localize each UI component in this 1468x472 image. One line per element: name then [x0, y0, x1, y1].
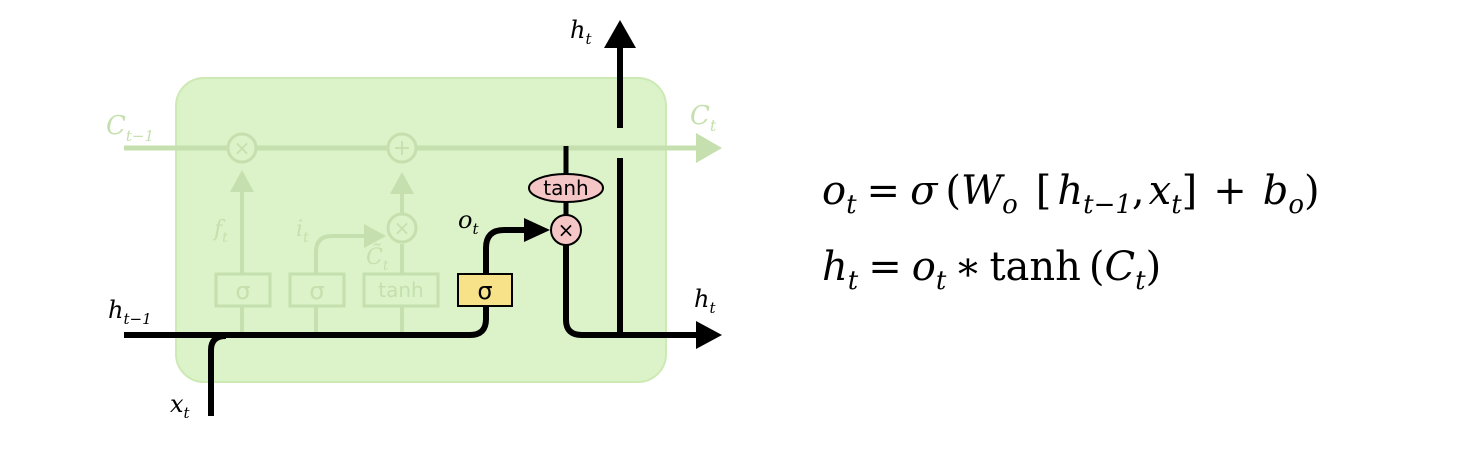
label-c-next: Ct	[690, 101, 717, 135]
hidden-output-path	[563, 158, 700, 338]
forget-multiply-symbol: ×	[234, 136, 251, 160]
output-gate: σ	[457, 273, 513, 307]
output-multiply-op: ×	[550, 214, 582, 246]
input-multiply-symbol: ×	[394, 216, 411, 240]
output-multiply-symbol: ×	[558, 218, 575, 242]
faded-input-gate: σ	[288, 272, 346, 308]
input-multiply-op: ×	[386, 212, 418, 244]
label-x-t: xt	[170, 390, 191, 422]
label-c-tilde: C̃t	[366, 244, 389, 274]
label-i-t: it	[296, 217, 309, 246]
tanh-op: tanh	[528, 173, 604, 203]
faded-input-arrow	[314, 224, 386, 274]
label-h-right: ht	[694, 285, 716, 317]
output-gate-label: σ	[477, 277, 492, 305]
input-bus-path	[124, 306, 489, 416]
faded-tanh-gate: tanh	[362, 272, 440, 308]
faded-tanh-gate-label: tanh	[378, 278, 423, 302]
forget-multiply-op: ×	[226, 132, 258, 164]
output-gate-arrow	[483, 218, 550, 274]
hidden-output-up-path	[604, 20, 636, 128]
label-o-t: ot	[458, 206, 479, 238]
tanh-op-label: tanh	[543, 176, 588, 200]
label-c-prev: Ct−1	[106, 111, 154, 145]
faded-candidate-arrow	[390, 172, 414, 274]
equation-output-gate: ot=σ(Wo[ht−1,xt]+bo)	[822, 168, 1320, 220]
faded-gate-stems	[240, 306, 404, 334]
equation-hidden-state: ht=ot∗tanh(Ct)	[822, 244, 1161, 296]
cell-add-symbol: +	[393, 136, 411, 161]
faded-input-gate-label: σ	[309, 277, 324, 305]
faded-forget-gate-label: σ	[235, 277, 250, 305]
label-h-prev: ht−1	[108, 296, 152, 328]
cell-add-op: +	[386, 132, 418, 164]
faded-forget-gate: σ	[214, 272, 272, 308]
label-h-top: ht	[570, 16, 592, 48]
faded-forget-arrow	[230, 170, 254, 274]
hidden-output-right-arrowhead	[696, 321, 722, 349]
